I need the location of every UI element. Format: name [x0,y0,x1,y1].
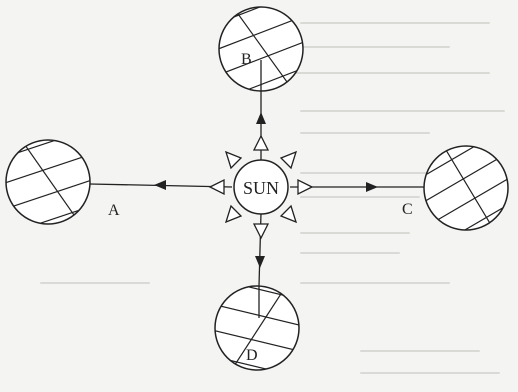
ray-right [298,180,312,194]
planet-b-icon [200,0,330,108]
planet-d-label: D [246,347,258,364]
ray-bottom [254,224,268,238]
planet-c-icon [410,114,518,262]
arrow-right-icon [366,182,378,192]
ray-bottom-left [226,206,241,222]
ray-top [254,136,268,150]
arrow-up-icon [256,112,266,124]
ray-top-left [226,152,241,168]
planet-a-label: A [108,202,120,219]
arrow-left-icon [154,180,166,190]
planet-c-label: C [402,201,413,218]
ray-left [210,180,224,194]
ray-bottom-right [281,206,296,222]
sun-label: SUN [243,178,279,198]
planet-d-icon [195,274,320,382]
planet-a-icon [0,122,110,240]
planet-b-label: B [241,51,252,68]
ray-top-right [281,152,296,168]
arrow-down-icon [255,256,265,268]
